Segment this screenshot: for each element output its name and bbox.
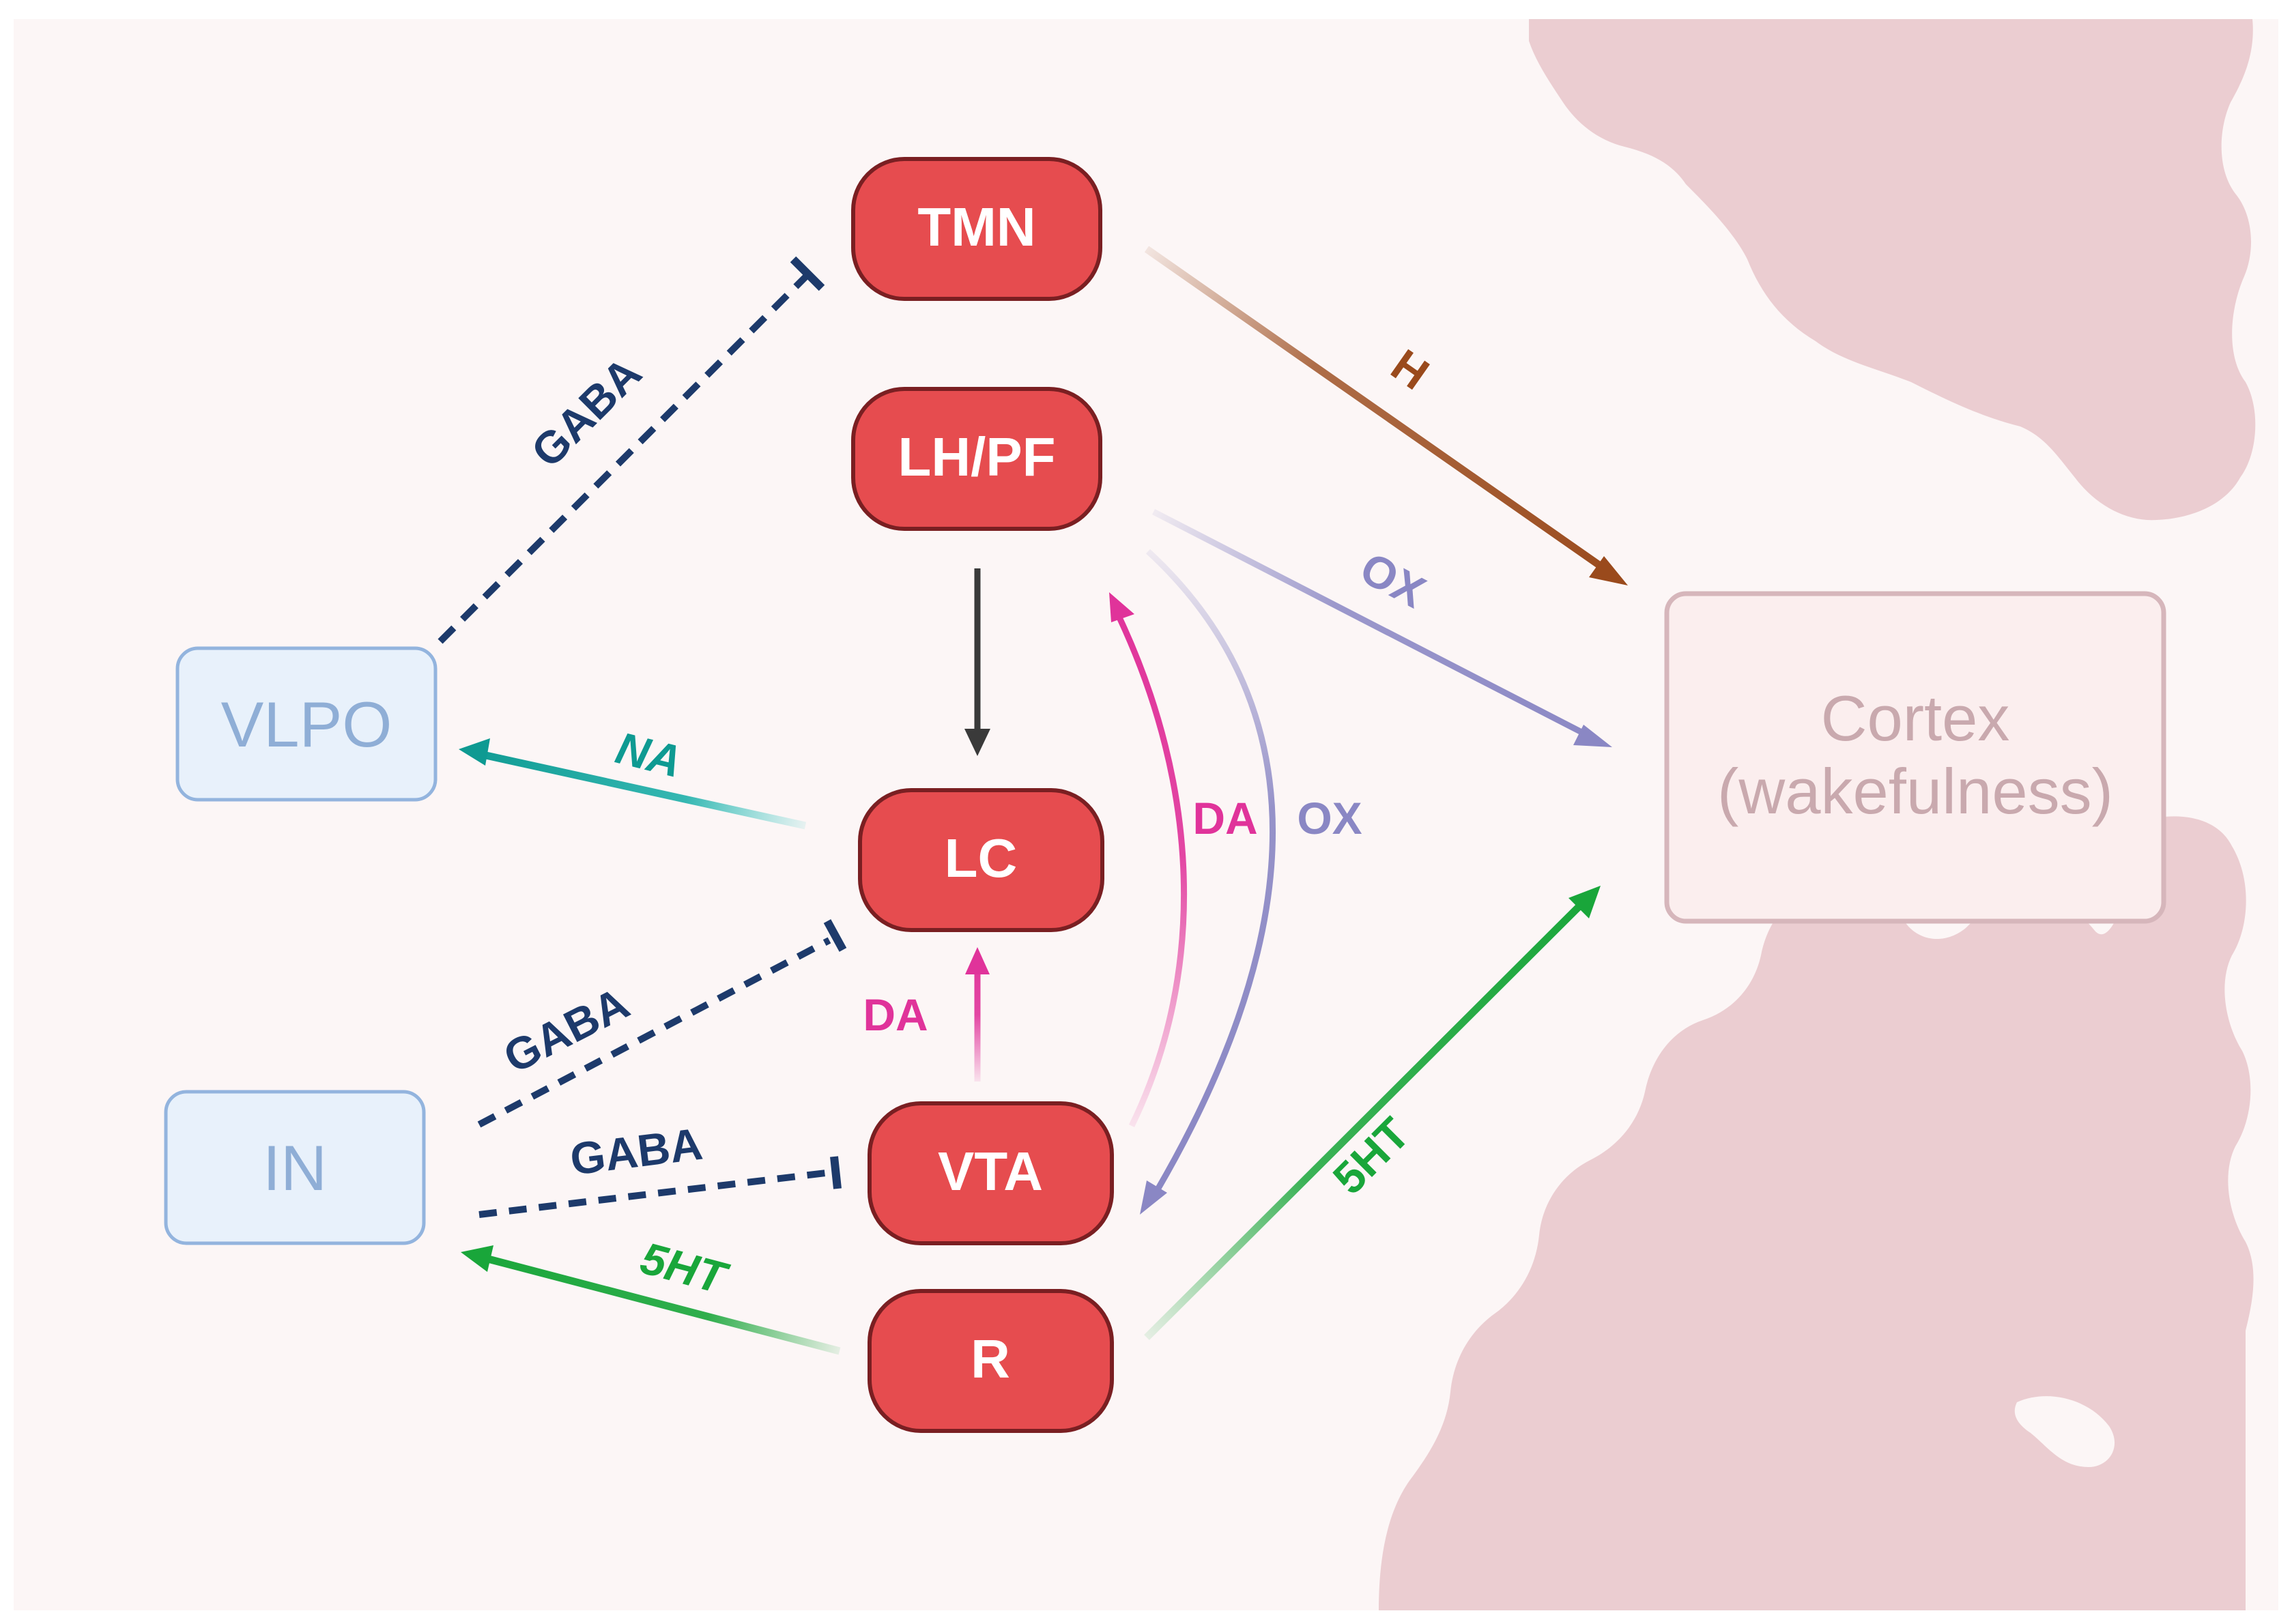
lhpf-lc-arrow: [964, 568, 990, 756]
na-lc-vlpo-arrow: [459, 738, 807, 830]
lhpf-node: LH/PF: [851, 387, 1102, 531]
lc-node: LC: [858, 788, 1104, 932]
tmn-label: TMN: [917, 197, 1035, 257]
lc-label: LC: [945, 828, 1018, 888]
ox-lhpf-cortex-arrow: [1151, 508, 1612, 747]
5ht-r-in-arrow: [461, 1245, 841, 1355]
tmn-node: TMN: [851, 157, 1102, 301]
vta-node: VTA: [868, 1101, 1114, 1245]
da-vta-lhpf-arrow: [1109, 592, 1187, 1127]
cortex-tissue-illustration: [1379, 19, 2256, 1610]
5ht-r-cortex-arrow: [1144, 886, 1601, 1340]
cortex-box: Cortex (wakefulness): [1664, 591, 2166, 924]
vlpo-label: VLPO: [221, 688, 392, 760]
lhpf-label: LH/PF: [898, 426, 1055, 487]
da-vta-lc-label: DA: [863, 989, 928, 1040]
gaba-in-vta-connection: [478, 1156, 842, 1218]
h-tmn-cortex-arrow: [1144, 246, 1628, 585]
da-vta-lc-arrow: [965, 947, 990, 1082]
ox-lhpf-vta-arrow: [1140, 549, 1276, 1215]
in-box: IN: [164, 1090, 426, 1245]
cortex-label-line1: Cortex: [1821, 682, 2010, 754]
in-label: IN: [263, 1132, 327, 1204]
vlpo-box: VLPO: [175, 646, 438, 802]
gaba-vlpo-tmn-connection: [438, 256, 825, 644]
r-label: R: [971, 1329, 1010, 1389]
gaba-in-lc-connection: [477, 919, 847, 1128]
da-vta-lhpf-label: DA: [1192, 793, 1257, 843]
cortex-label-line2: (wakefulness): [1717, 755, 2113, 827]
r-node: R: [868, 1289, 1114, 1433]
vta-label: VTA: [938, 1141, 1043, 1202]
ox-lhpf-vta-label: OX: [1297, 793, 1362, 843]
